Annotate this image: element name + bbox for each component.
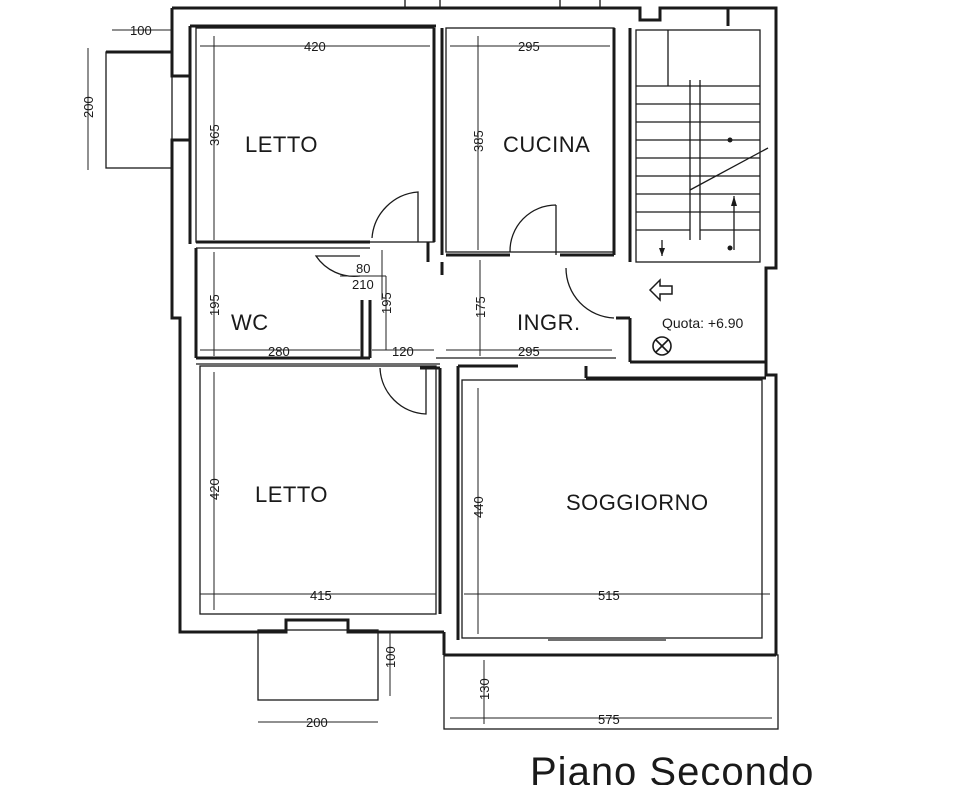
dim-soggiorno-w: 515 bbox=[598, 588, 620, 603]
balcony-left bbox=[105, 50, 173, 169]
room-label-ingresso: INGR. bbox=[517, 310, 581, 335]
balcony-bottom-left bbox=[257, 629, 379, 701]
dim-balcony-bottom-left-h: 100 bbox=[383, 646, 398, 668]
dim-letto-top-w: 420 bbox=[304, 39, 326, 54]
room-label-cucina: CUCINA bbox=[503, 132, 590, 157]
staircase bbox=[635, 29, 769, 263]
dim-letto-bottom-w: 415 bbox=[310, 588, 332, 603]
level-label: Quota: +6.90 bbox=[662, 315, 744, 331]
dim-cucina-h: 385 bbox=[471, 130, 486, 152]
dim-balcony-left-h: 200 bbox=[81, 96, 96, 118]
dim-terrace-h: 130 bbox=[477, 678, 492, 700]
dim-wc-w: 280 bbox=[268, 344, 290, 359]
room-label-letto-top: LETTO bbox=[245, 132, 318, 157]
inner-walls bbox=[194, 8, 766, 641]
dim-door-h: 210 bbox=[352, 277, 374, 292]
dim-door-w: 80 bbox=[356, 261, 370, 276]
outer-walls bbox=[170, 6, 778, 657]
dim-soggiorno-h: 440 bbox=[471, 496, 486, 518]
dimension-labels: 100 200 420 295 365 385 80 210 195 195 1… bbox=[81, 23, 620, 730]
dim-letto-top-h: 365 bbox=[207, 124, 222, 146]
dim-ingr-w: 295 bbox=[518, 344, 540, 359]
dim-ingr-h: 175 bbox=[473, 296, 488, 318]
dim-terrace-w: 575 bbox=[598, 712, 620, 727]
room-label-wc: WC bbox=[231, 310, 269, 335]
dim-balcony-left-w: 100 bbox=[130, 23, 152, 38]
plan-title: Piano Secondo bbox=[530, 750, 814, 785]
dim-cucina-w: 295 bbox=[518, 39, 540, 54]
dim-hall-w: 120 bbox=[392, 344, 414, 359]
dim-wc-h: 195 bbox=[207, 294, 222, 316]
dim-ingr-left-h: 195 bbox=[379, 292, 394, 314]
room-label-soggiorno: SOGGIORNO bbox=[566, 490, 709, 515]
dim-letto-bottom-h: 420 bbox=[207, 478, 222, 500]
room-label-letto-bottom: LETTO bbox=[255, 482, 328, 507]
arrow-left-icon bbox=[648, 278, 673, 302]
dim-balcony-bottom-left-w: 200 bbox=[306, 715, 328, 730]
dimension-lines bbox=[87, 29, 772, 724]
level-marker-icon bbox=[652, 336, 672, 356]
